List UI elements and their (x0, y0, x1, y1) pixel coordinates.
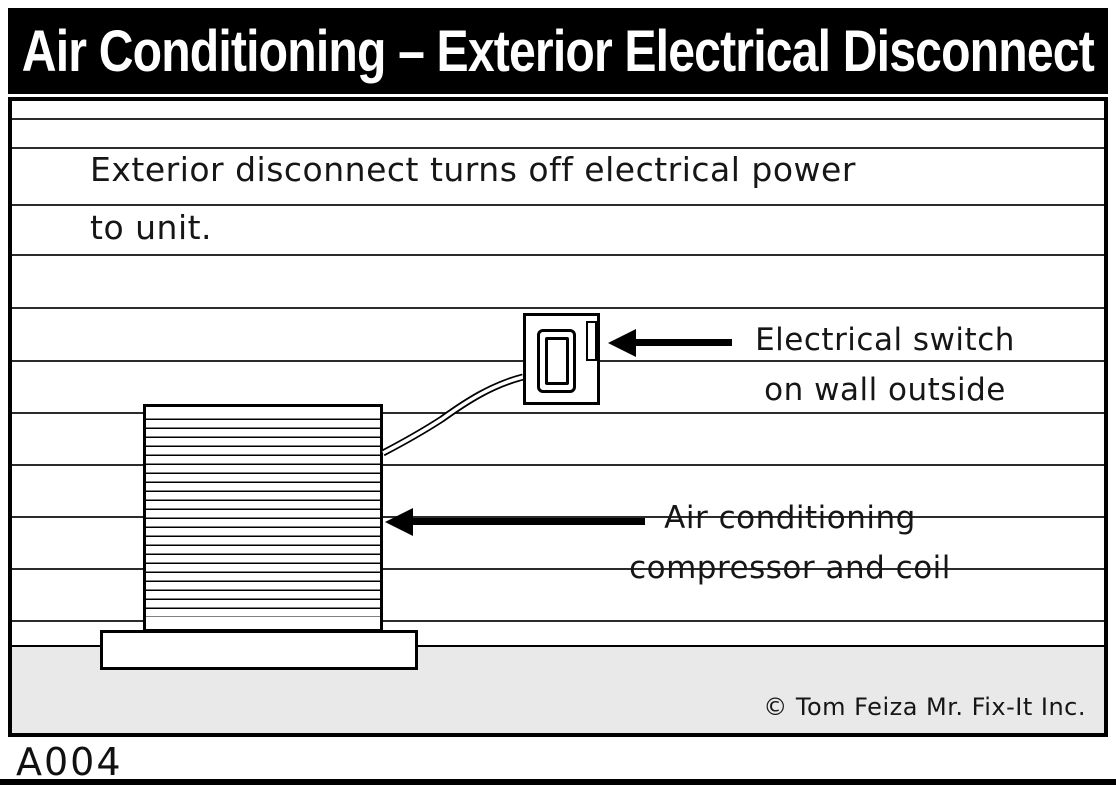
label-electrical-switch-line-1: Electrical switch (755, 322, 1015, 358)
caption-line-1: Exterior disconnect turns off electrical… (90, 150, 856, 189)
wall-siding-line (12, 118, 1104, 120)
wall-siding-line (12, 307, 1104, 309)
caption-line-2: to unit. (90, 208, 213, 247)
arrow-left-icon (608, 329, 636, 357)
ac-coil-fins (146, 411, 380, 617)
power-cable-inner (382, 375, 524, 455)
caption: Exterior disconnect turns off electrical… (90, 141, 856, 257)
wall-siding-line (12, 620, 1104, 622)
arrow-shaft (632, 339, 732, 346)
label-compressor-line-2: compressor and coil (629, 550, 951, 586)
wall-siding-line (12, 412, 1104, 414)
label-compressor-line-1: Air conditioning (664, 500, 916, 536)
switch-handle (545, 337, 569, 385)
wall-siding-line (12, 204, 1104, 206)
figure-id: A004 (16, 740, 123, 784)
wall-siding-line (12, 147, 1104, 149)
bottom-bar (0, 779, 1116, 785)
wall-siding-line (12, 568, 1104, 570)
label-compressor: Air conditioning compressor and coil (610, 493, 970, 593)
diagram-frame: Exterior disconnect turns off electrical… (8, 97, 1108, 737)
wall-siding-line (12, 254, 1104, 256)
label-electrical-switch-line-2: on wall outside (764, 372, 1006, 408)
switch-plate (537, 329, 576, 393)
page-title: Air Conditioning – Exterior Electrical D… (21, 18, 1095, 84)
label-electrical-switch: Electrical switch on wall outside (730, 315, 1040, 415)
disconnect-switch-box (523, 313, 600, 405)
copyright-notice: © Tom Feiza Mr. Fix-It Inc. (763, 693, 1086, 721)
switch-slat (586, 321, 597, 361)
power-cable-outer (381, 373, 524, 457)
ac-compressor-unit (143, 404, 383, 632)
arrow-left-icon (385, 508, 413, 536)
concrete-pad (100, 630, 418, 670)
wall-siding-line (12, 464, 1104, 466)
title-bar: Air Conditioning – Exterior Electrical D… (8, 8, 1108, 94)
wall-siding-line (12, 516, 1104, 518)
arrow-shaft (409, 518, 645, 525)
